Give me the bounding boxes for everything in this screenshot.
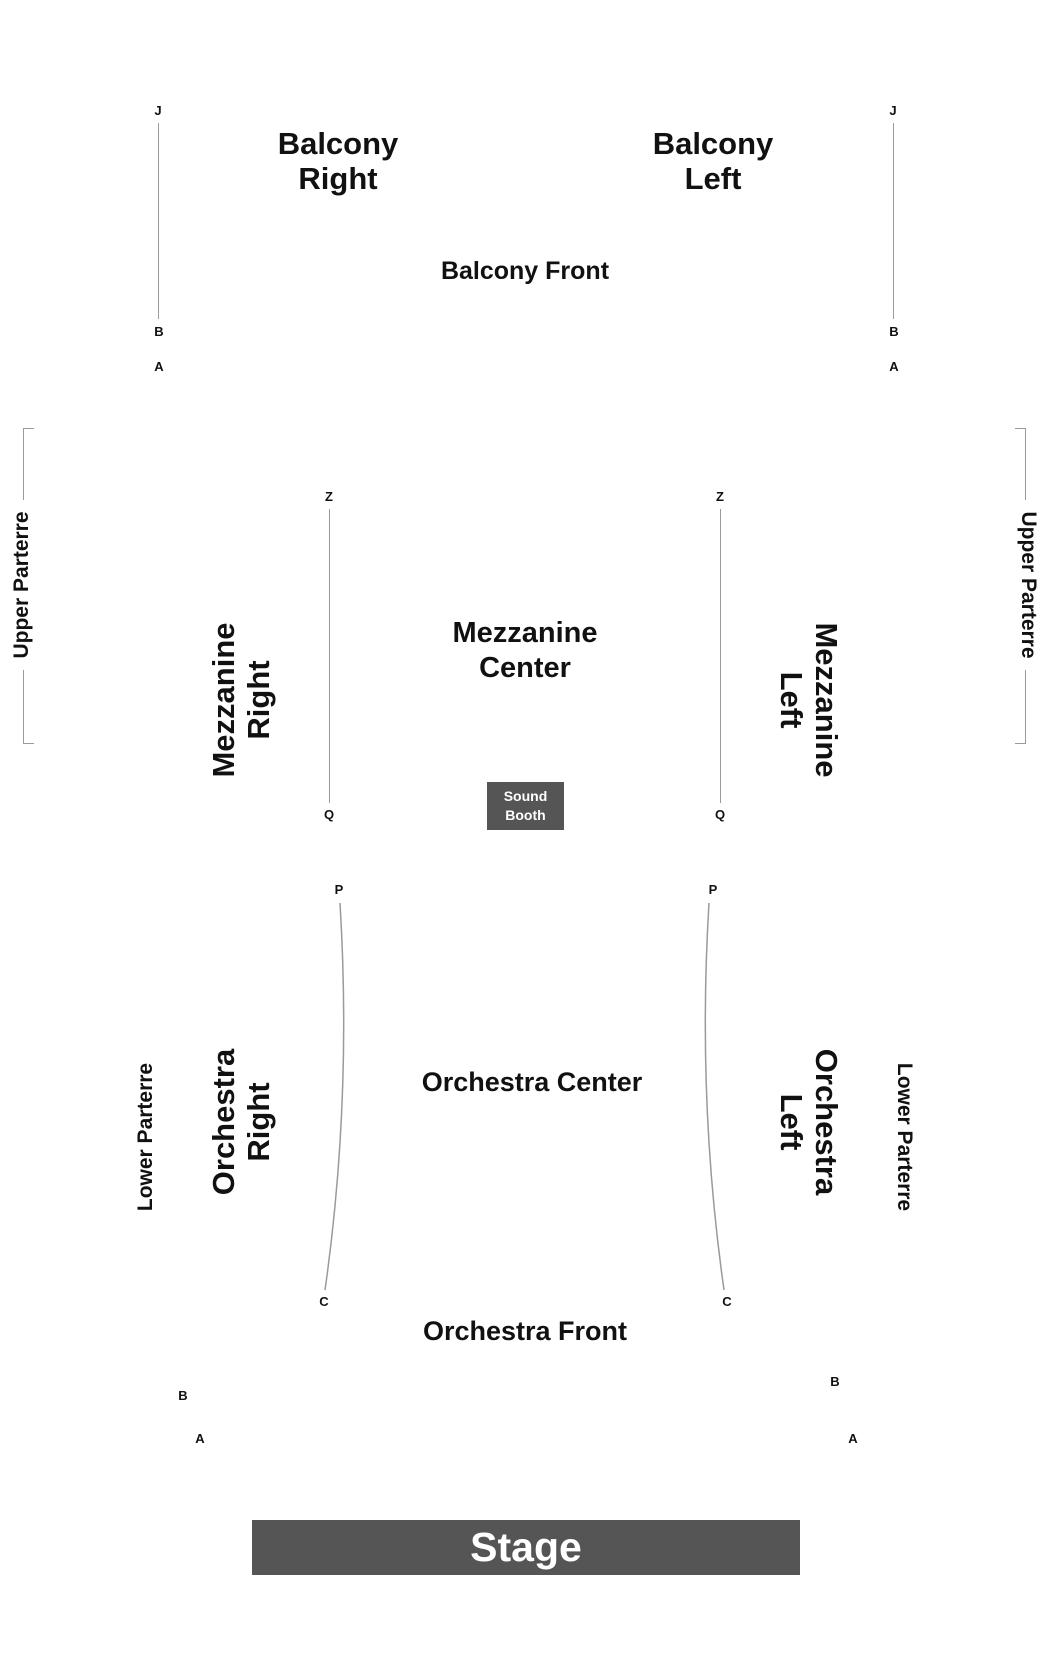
sound-booth: Sound Booth [487, 782, 564, 830]
balcony-right-row-a: A [154, 359, 164, 374]
section-orchestra-left[interactable]: Orchestra Left [774, 1048, 844, 1196]
orchestra-right-aisle-curve [324, 902, 345, 1291]
lower-parterre-left-row-b: B [830, 1374, 840, 1389]
lower-parterre-left-row-a: A [848, 1431, 858, 1446]
upper-parterre-right-bracket-gap [20, 500, 28, 670]
section-mezzanine-center[interactable]: Mezzanine Center [452, 617, 598, 684]
orchestra-left-row-p: P [708, 882, 718, 897]
orchestra-left-row-c: C [722, 1294, 732, 1309]
mezzanine-right-row-q: Q [323, 807, 335, 822]
mezzanine-left-row-q: Q [714, 807, 726, 822]
section-lower-parterre-left[interactable]: Lower Parterre [893, 1062, 916, 1212]
lower-parterre-right-row-a: A [195, 1431, 205, 1446]
mezzanine-left-row-z: Z [716, 489, 724, 504]
orchestra-left-aisle-curve [704, 902, 725, 1291]
section-lower-parterre-right[interactable]: Lower Parterre [134, 1062, 157, 1212]
section-orchestra-right[interactable]: Orchestra Right [206, 1048, 276, 1196]
balcony-right-aisle-line [158, 123, 159, 319]
mezzanine-right-row-z: Z [325, 489, 333, 504]
upper-parterre-left-bracket-gap [1022, 500, 1030, 670]
balcony-left-aisle-line [893, 123, 894, 319]
balcony-left-row-j: J [889, 103, 897, 118]
lower-parterre-right-row-b: B [178, 1388, 188, 1403]
balcony-right-row-b: B [154, 324, 164, 339]
balcony-right-row-j: J [154, 103, 162, 118]
orchestra-right-row-c: C [319, 1294, 329, 1309]
section-balcony-left[interactable]: Balcony Left [652, 126, 774, 196]
section-balcony-right[interactable]: Balcony Right [277, 126, 399, 196]
section-orchestra-front[interactable]: Orchestra Front [422, 1316, 628, 1346]
mezzanine-left-aisle-line [720, 509, 721, 803]
stage: Stage [252, 1520, 800, 1575]
section-balcony-front[interactable]: Balcony Front [440, 257, 610, 285]
mezzanine-right-aisle-line [329, 509, 330, 803]
orchestra-right-row-p: P [334, 882, 344, 897]
section-orchestra-center[interactable]: Orchestra Center [421, 1067, 643, 1097]
balcony-left-row-a: A [889, 359, 899, 374]
balcony-left-row-b: B [889, 324, 899, 339]
